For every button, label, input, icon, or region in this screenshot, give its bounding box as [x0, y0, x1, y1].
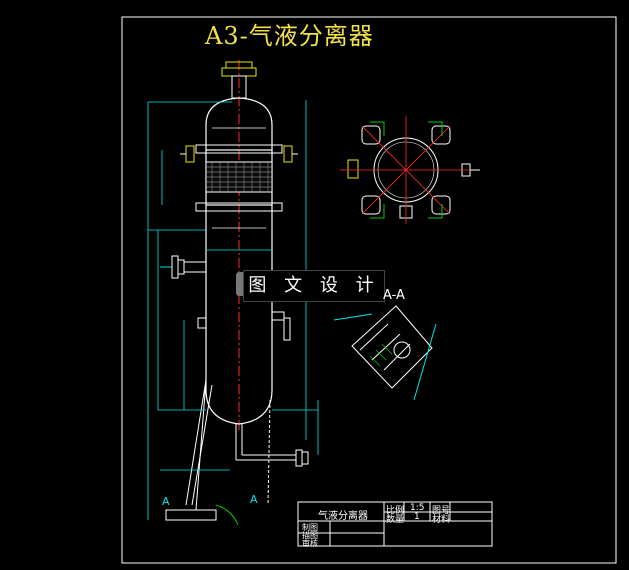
section-aa-view [333, 305, 437, 401]
title-block-name: 气液分离器 [318, 511, 368, 522]
top-view [347, 125, 480, 219]
title-block-drawing-no-label: 图号 [432, 506, 451, 516]
title-block-qty-label: 数量 [386, 515, 405, 525]
watermark-label: 图 文 设 计 [243, 270, 385, 302]
base-weld-arc [215, 504, 239, 526]
title-block-scale-value: 1:5 [410, 503, 425, 513]
section-aa-label: A-A [383, 288, 405, 303]
side-small-nozzles [197, 311, 291, 341]
section-hatch [369, 343, 393, 367]
top-view-centerlines [340, 116, 470, 224]
section-mark-a-right: A [250, 493, 258, 506]
support-legs [165, 379, 271, 521]
dimension-lines [147, 100, 319, 520]
title-block-row-reviewer: 审核 [302, 539, 318, 548]
flange-side-nozzles [180, 145, 298, 163]
inlet-nozzle [160, 255, 207, 279]
title-block-row-tracer: 描图 [302, 531, 318, 540]
title-block-grid [297, 501, 493, 547]
title-block-scale-label: 比例 [386, 506, 405, 516]
title-block-qty-value: 1 [414, 512, 420, 522]
outlet-pipe [235, 424, 309, 467]
section-mark-a-left: A [162, 495, 170, 508]
drawing-title: A3-气液分离器 [205, 22, 374, 50]
outer-frame [121, 16, 617, 564]
top-view-ears [370, 121, 443, 219]
body-flange [195, 144, 283, 212]
demister-pad [205, 161, 273, 193]
title-block-row-drafter: 制图 [302, 523, 318, 532]
title-block-material-label: 材料 [432, 515, 451, 525]
